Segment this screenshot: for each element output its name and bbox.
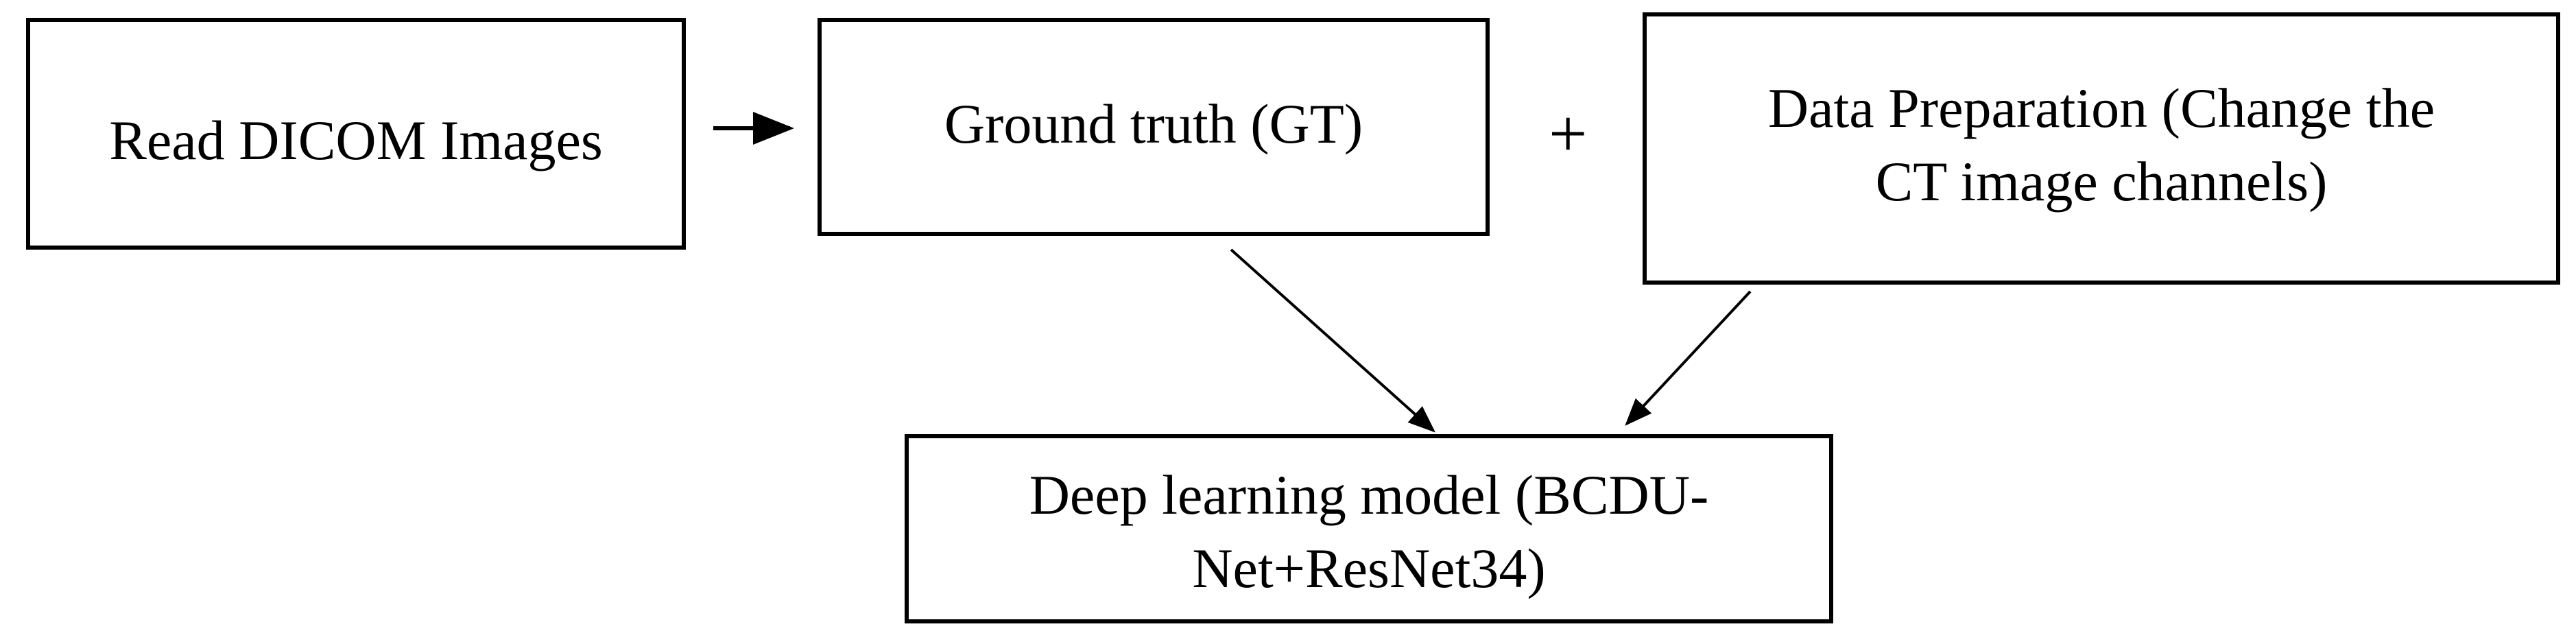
data-preparation-box: Data Preparation (Change the CT image ch… — [1643, 12, 2560, 285]
arrow-preparation-to-model — [1625, 290, 1752, 426]
read-dicom-images-box: Read DICOM Images — [26, 18, 686, 250]
data-preparation-label-line1: Data Preparation (Change the — [1767, 76, 2435, 139]
data-preparation-label: Data Preparation (Change the CT image ch… — [1768, 72, 2435, 225]
plus-operator: + — [1549, 95, 1588, 171]
read-dicom-images-label: Read DICOM Images — [109, 108, 603, 171]
arrow-ground-truth-to-model — [1230, 248, 1435, 433]
ground-truth-label: Ground truth (GT) — [944, 92, 1363, 155]
deep-learning-model-label: Deep learning model (BCDU-Net+ResNet34) — [1029, 464, 1709, 599]
ground-truth-box: Ground truth (GT) — [818, 18, 1490, 236]
deep-learning-model-box: Deep learning model (BCDU-Net+ResNet34) — [905, 434, 1833, 623]
data-preparation-label-line2: CT image channels) — [1875, 150, 2328, 213]
